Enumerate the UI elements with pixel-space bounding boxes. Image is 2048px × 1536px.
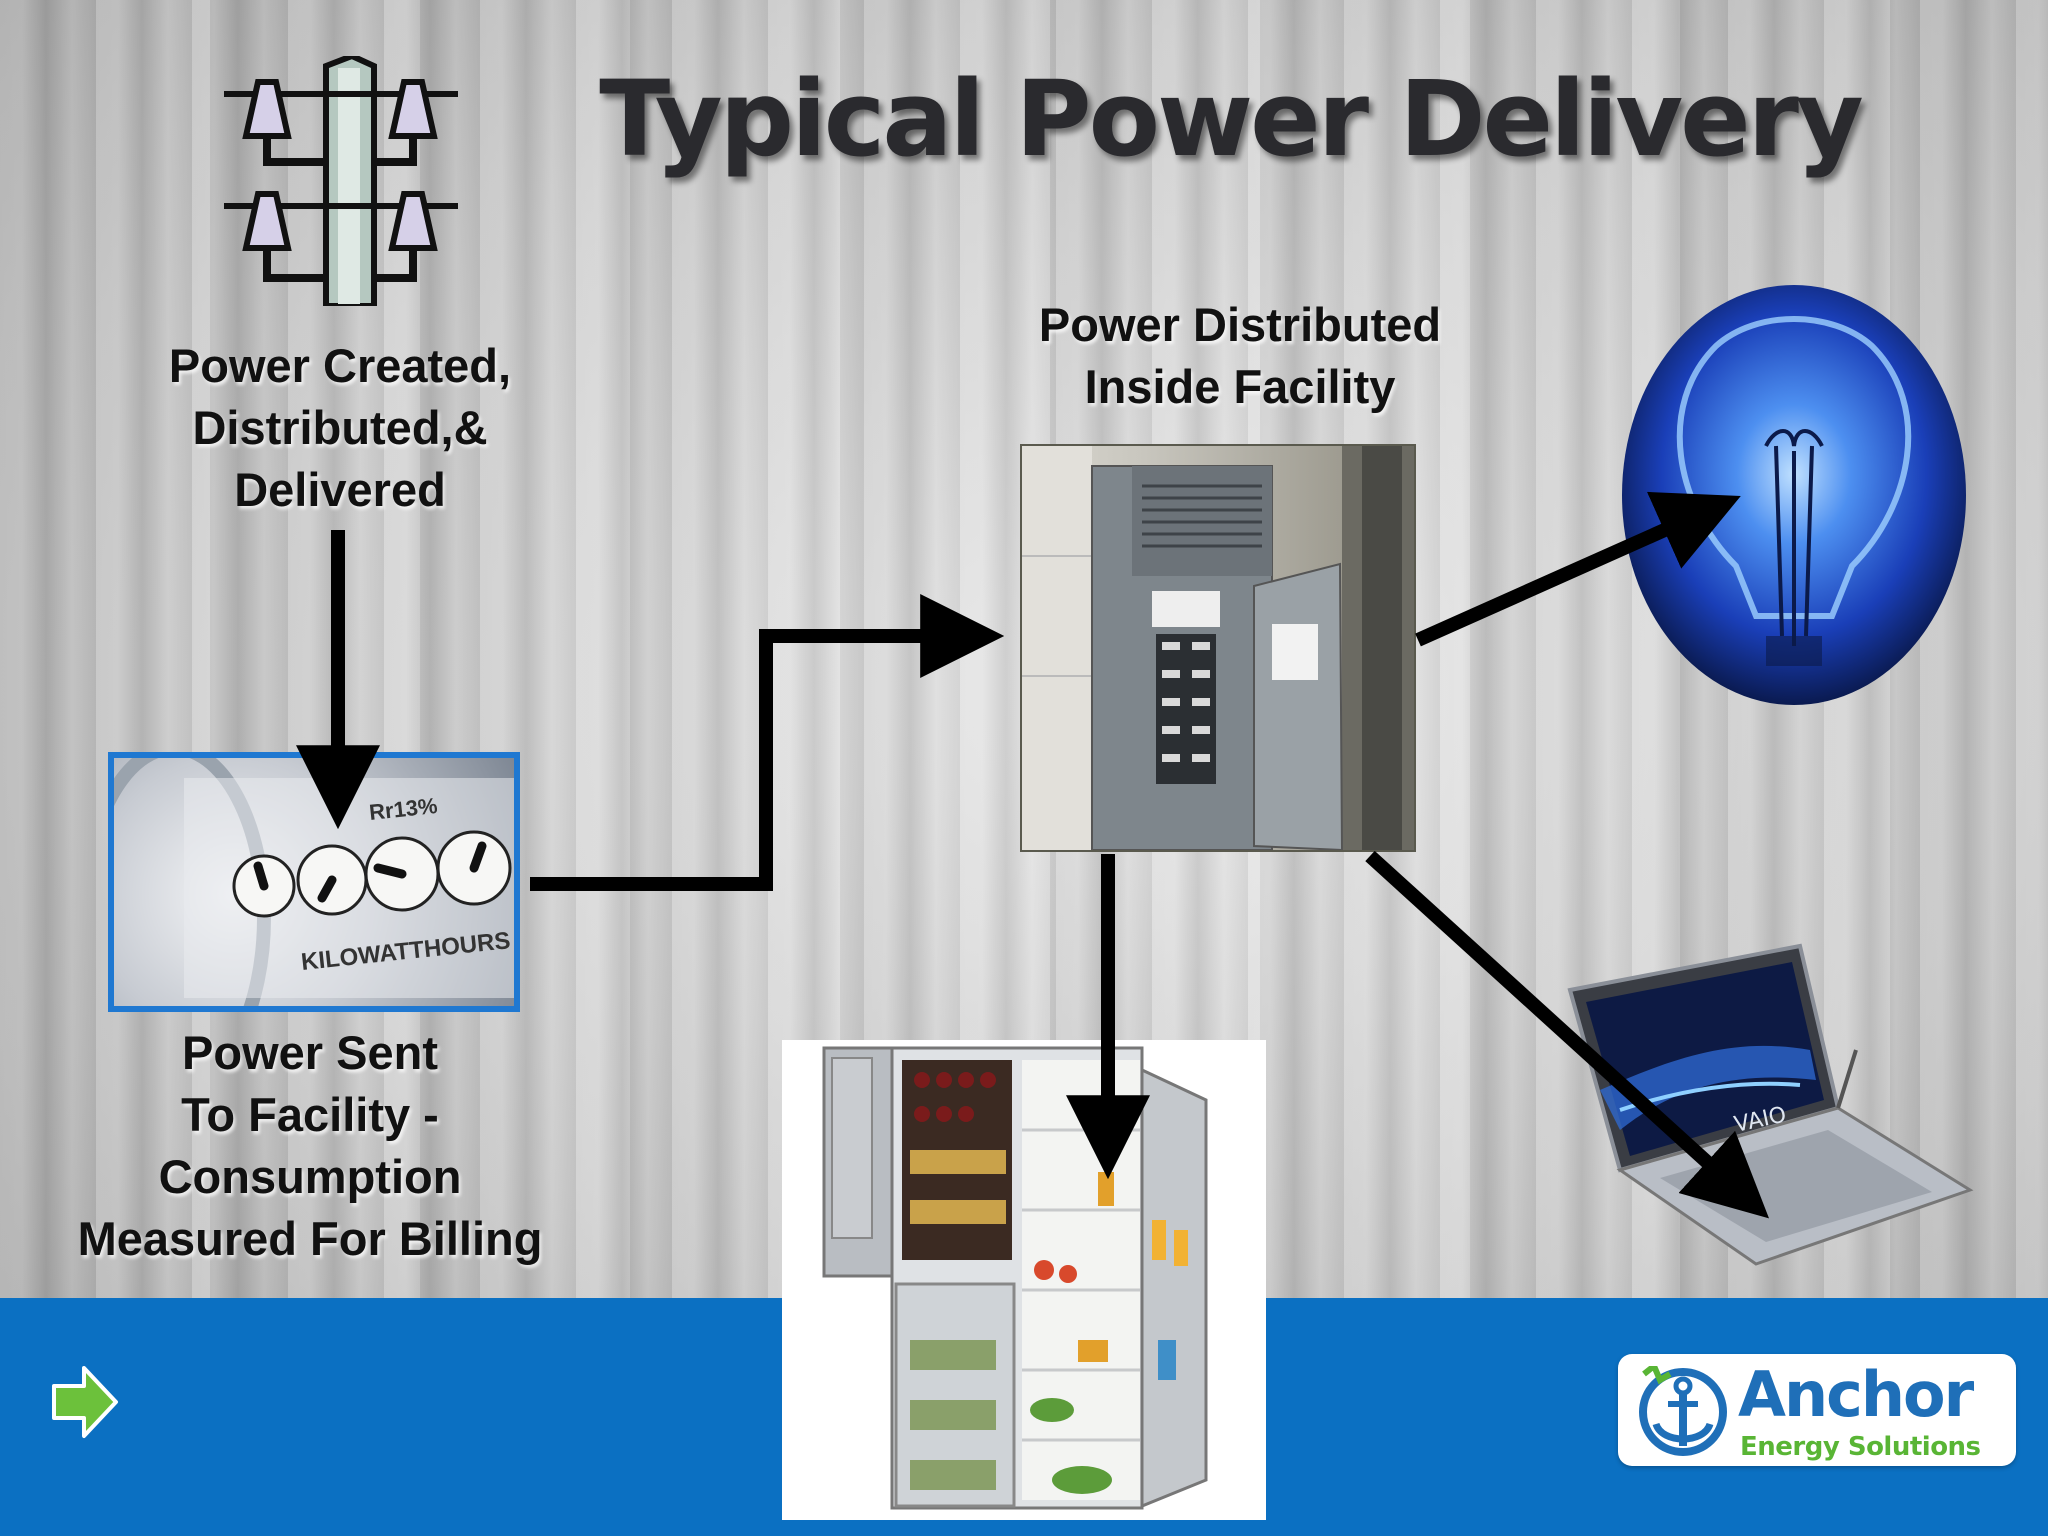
label-line: To Facility - <box>181 1088 439 1141</box>
power-line-pylon-icon <box>224 56 458 306</box>
label-power-distributed: Power Distributed Inside Facility <box>1000 294 1480 418</box>
refrigerator-image <box>782 1040 1266 1520</box>
slide-title: Typical Power Delivery <box>599 58 1864 180</box>
label-power-sent: Power Sent To Facility - Consumption Mea… <box>40 1022 580 1270</box>
label-line: Delivered <box>234 463 446 516</box>
arrow-meter-to-panel <box>530 594 1005 891</box>
electric-meter-image: Rr13% KILOWATTHOURS <box>108 752 520 1012</box>
label-line: Consumption <box>158 1150 462 1203</box>
label-line: Inside Facility <box>1084 360 1396 413</box>
laptop-image: VAIO <box>1567 943 1974 1266</box>
label-line: Power Distributed <box>1038 298 1442 351</box>
label-line: Distributed,& <box>192 401 488 454</box>
label-line: Power Created, <box>168 339 512 392</box>
electrical-panel-image <box>1020 444 1416 852</box>
label-power-created: Power Created, Distributed,& Delivered <box>120 335 560 521</box>
label-line: Measured For Billing <box>77 1212 543 1265</box>
logo-tagline: Energy Solutions <box>1740 1432 1981 1462</box>
green-next-arrow-icon[interactable] <box>50 1362 120 1442</box>
company-logo: Anchor Energy Solutions <box>1618 1354 2016 1466</box>
light-bulb-image <box>1622 285 1966 705</box>
label-line: Power Sent <box>182 1026 438 1079</box>
logo-name: Anchor <box>1738 1358 1974 1431</box>
anchor-icon <box>1639 1366 1727 1456</box>
